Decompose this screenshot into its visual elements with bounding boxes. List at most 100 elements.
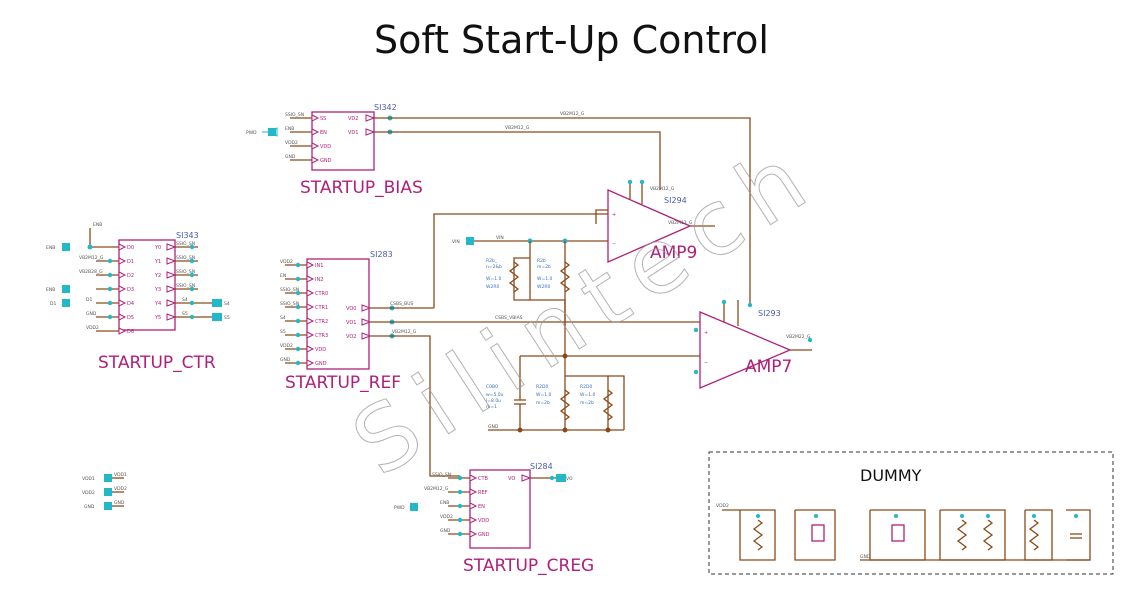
svg-text:W=1.0: W=1.0 <box>537 276 553 282</box>
svg-text:VDD1: VDD1 <box>114 472 127 478</box>
startup-ref-instance: SI283 <box>370 250 393 259</box>
svg-text:R2D0: R2D0 <box>580 384 592 390</box>
svg-text:VDD2: VDD2 <box>114 486 127 492</box>
svg-text:S4: S4 <box>182 297 188 303</box>
svg-text:VDD: VDD <box>315 347 326 353</box>
svg-text:VDD1: VDD1 <box>82 476 95 482</box>
svg-text:VDD2: VDD2 <box>440 514 453 520</box>
svg-text:C0B0: C0B0 <box>486 384 498 390</box>
dummy-section[interactable]: DUMMY VDD2 GND <box>708 451 1114 575</box>
svg-text:l=8.0u: l=8.0u <box>486 398 501 404</box>
svg-text:VO2: VO2 <box>346 334 356 340</box>
svg-text:VDD2: VDD2 <box>716 503 729 509</box>
amp9-opamp[interactable]: + − SI294 AMP9 VB2M12_G VB2M13_G <box>607 179 715 263</box>
net-gnd: GND <box>488 424 499 430</box>
svg-text:VB2M12_G: VB2M12_G <box>392 329 417 335</box>
net-csbs-vbias: CSBS_VBIAS <box>495 315 523 321</box>
svg-text:m=2b: m=2b <box>537 264 551 270</box>
svg-text:Y1: Y1 <box>154 259 161 265</box>
startup-ref-block[interactable]: SI283 STARTUP_REF VDD2 EN SSIO_SN SSIO_S… <box>280 250 401 393</box>
svg-text:GND: GND <box>860 554 871 560</box>
svg-text:ENB: ENB <box>46 245 55 251</box>
svg-text:EN: EN <box>320 130 327 136</box>
svg-text:n=2&b: n=2&b <box>486 264 502 270</box>
svg-text:GND: GND <box>86 311 97 317</box>
svg-text:W2R0: W2R0 <box>486 284 499 290</box>
svg-text:VDD2: VDD2 <box>86 325 99 331</box>
svg-text:CTR3: CTR3 <box>315 333 328 339</box>
svg-text:EN: EN <box>280 273 286 279</box>
svg-text:VDD2: VDD2 <box>280 343 293 349</box>
amp7-opamp[interactable]: + − SI293 AMP7 VB2M22_G <box>693 299 813 389</box>
startup-creg-instance: SI284 <box>530 462 553 471</box>
svg-text:−: − <box>704 360 708 366</box>
startup-ref-label: STARTUP_REF <box>285 373 401 393</box>
svg-text:VDD: VDD <box>478 518 489 524</box>
svg-text:VIN: VIN <box>452 239 460 245</box>
svg-text:VO1: VO1 <box>346 320 356 326</box>
svg-text:VO: VO <box>566 476 573 482</box>
svg-text:−: − <box>612 241 616 247</box>
svg-text:R2b: R2b <box>537 258 546 264</box>
svg-text:D4: D4 <box>127 301 134 307</box>
svg-text:VD2: VD2 <box>348 116 358 122</box>
svg-text:SSIO_SN: SSIO_SN <box>176 283 195 289</box>
svg-text:GND: GND <box>84 504 95 510</box>
svg-text:W=1.0: W=1.0 <box>580 392 596 398</box>
svg-text:SSIO_SN: SSIO_SN <box>280 287 299 293</box>
net-vin: VIN <box>496 235 504 241</box>
svg-text:CTR2: CTR2 <box>315 319 328 325</box>
net-amp7-out: VB2M22_G <box>786 334 811 340</box>
svg-text:Y3: Y3 <box>154 287 161 293</box>
svg-text:VDD2: VDD2 <box>82 490 95 496</box>
svg-text:Y4: Y4 <box>154 301 161 307</box>
svg-text:SS: SS <box>320 116 326 122</box>
svg-text:CTR0: CTR0 <box>315 291 328 297</box>
svg-text:D5: D5 <box>127 315 134 321</box>
svg-text:S5: S5 <box>224 315 230 321</box>
svg-text:w=5.0u: w=5.0u <box>486 392 504 398</box>
amp9-instance: SI294 <box>664 196 687 205</box>
startup-ctr-block[interactable]: SI343 STARTUP_CTR ENB VB2M12_G VB2B28_G … <box>46 222 230 373</box>
svg-text:S5: S5 <box>182 311 188 317</box>
net-csbs-bus: CSBS_BUS <box>390 301 413 307</box>
net-amp9-bias: VB2M12_G <box>650 186 675 192</box>
svg-text:m=2b: m=2b <box>536 400 550 406</box>
svg-text:S4: S4 <box>224 301 230 307</box>
svg-text:Y5: Y5 <box>154 315 161 321</box>
svg-text:GND: GND <box>320 158 332 164</box>
svg-text:S5: S5 <box>280 329 286 335</box>
startup-bias-label: STARTUP_BIAS <box>300 178 423 198</box>
svg-text:IN1: IN1 <box>315 263 323 269</box>
svg-text:W2R0: W2R0 <box>537 284 550 290</box>
svg-text:CTR1: CTR1 <box>315 305 328 311</box>
svg-text:VDD: VDD <box>320 144 331 150</box>
svg-text:VO: VO <box>508 476 515 482</box>
svg-text:SSIO_SN: SSIO_SN <box>285 112 304 118</box>
svg-text:R2b_: R2b_ <box>486 258 498 264</box>
svg-text:GND: GND <box>280 357 291 363</box>
svg-text:CTB: CTB <box>478 476 489 482</box>
svg-text:D6: D6 <box>127 329 134 335</box>
vin-input[interactable]: VIN VIN <box>452 235 504 245</box>
svg-text:+: + <box>612 212 616 218</box>
startup-ctr-instance: SI343 <box>176 231 199 240</box>
svg-text:SSIO_SN: SSIO_SN <box>432 472 451 478</box>
svg-text:ENB: ENB <box>440 500 449 506</box>
net-vbias-mid: VB2M12_G <box>505 125 530 131</box>
svg-text:GND: GND <box>315 361 327 367</box>
svg-text:ENB: ENB <box>46 287 55 293</box>
svg-text:D3: D3 <box>127 287 134 293</box>
svg-text:SSIO_SN: SSIO_SN <box>280 301 299 307</box>
svg-text:D2: D2 <box>127 273 134 279</box>
svg-text:W=1.0: W=1.0 <box>486 276 502 282</box>
startup-creg-label: STARTUP_CREG <box>463 556 594 576</box>
diagram-title: Soft Start-Up Control <box>374 18 769 62</box>
svg-text:m=2b: m=2b <box>580 400 594 406</box>
svg-text:+: + <box>704 330 708 336</box>
startup-bias-block[interactable]: SI342 STARTUP_BIAS SS EN VDD GND SSIO_SN… <box>246 103 423 198</box>
svg-text:IN2: IN2 <box>315 277 323 283</box>
startup-creg-block[interactable]: SI284 STARTUP_CREG SSIO_SN VB2M12_G ENB … <box>394 462 594 576</box>
svg-text:ENB: ENB <box>93 222 102 228</box>
